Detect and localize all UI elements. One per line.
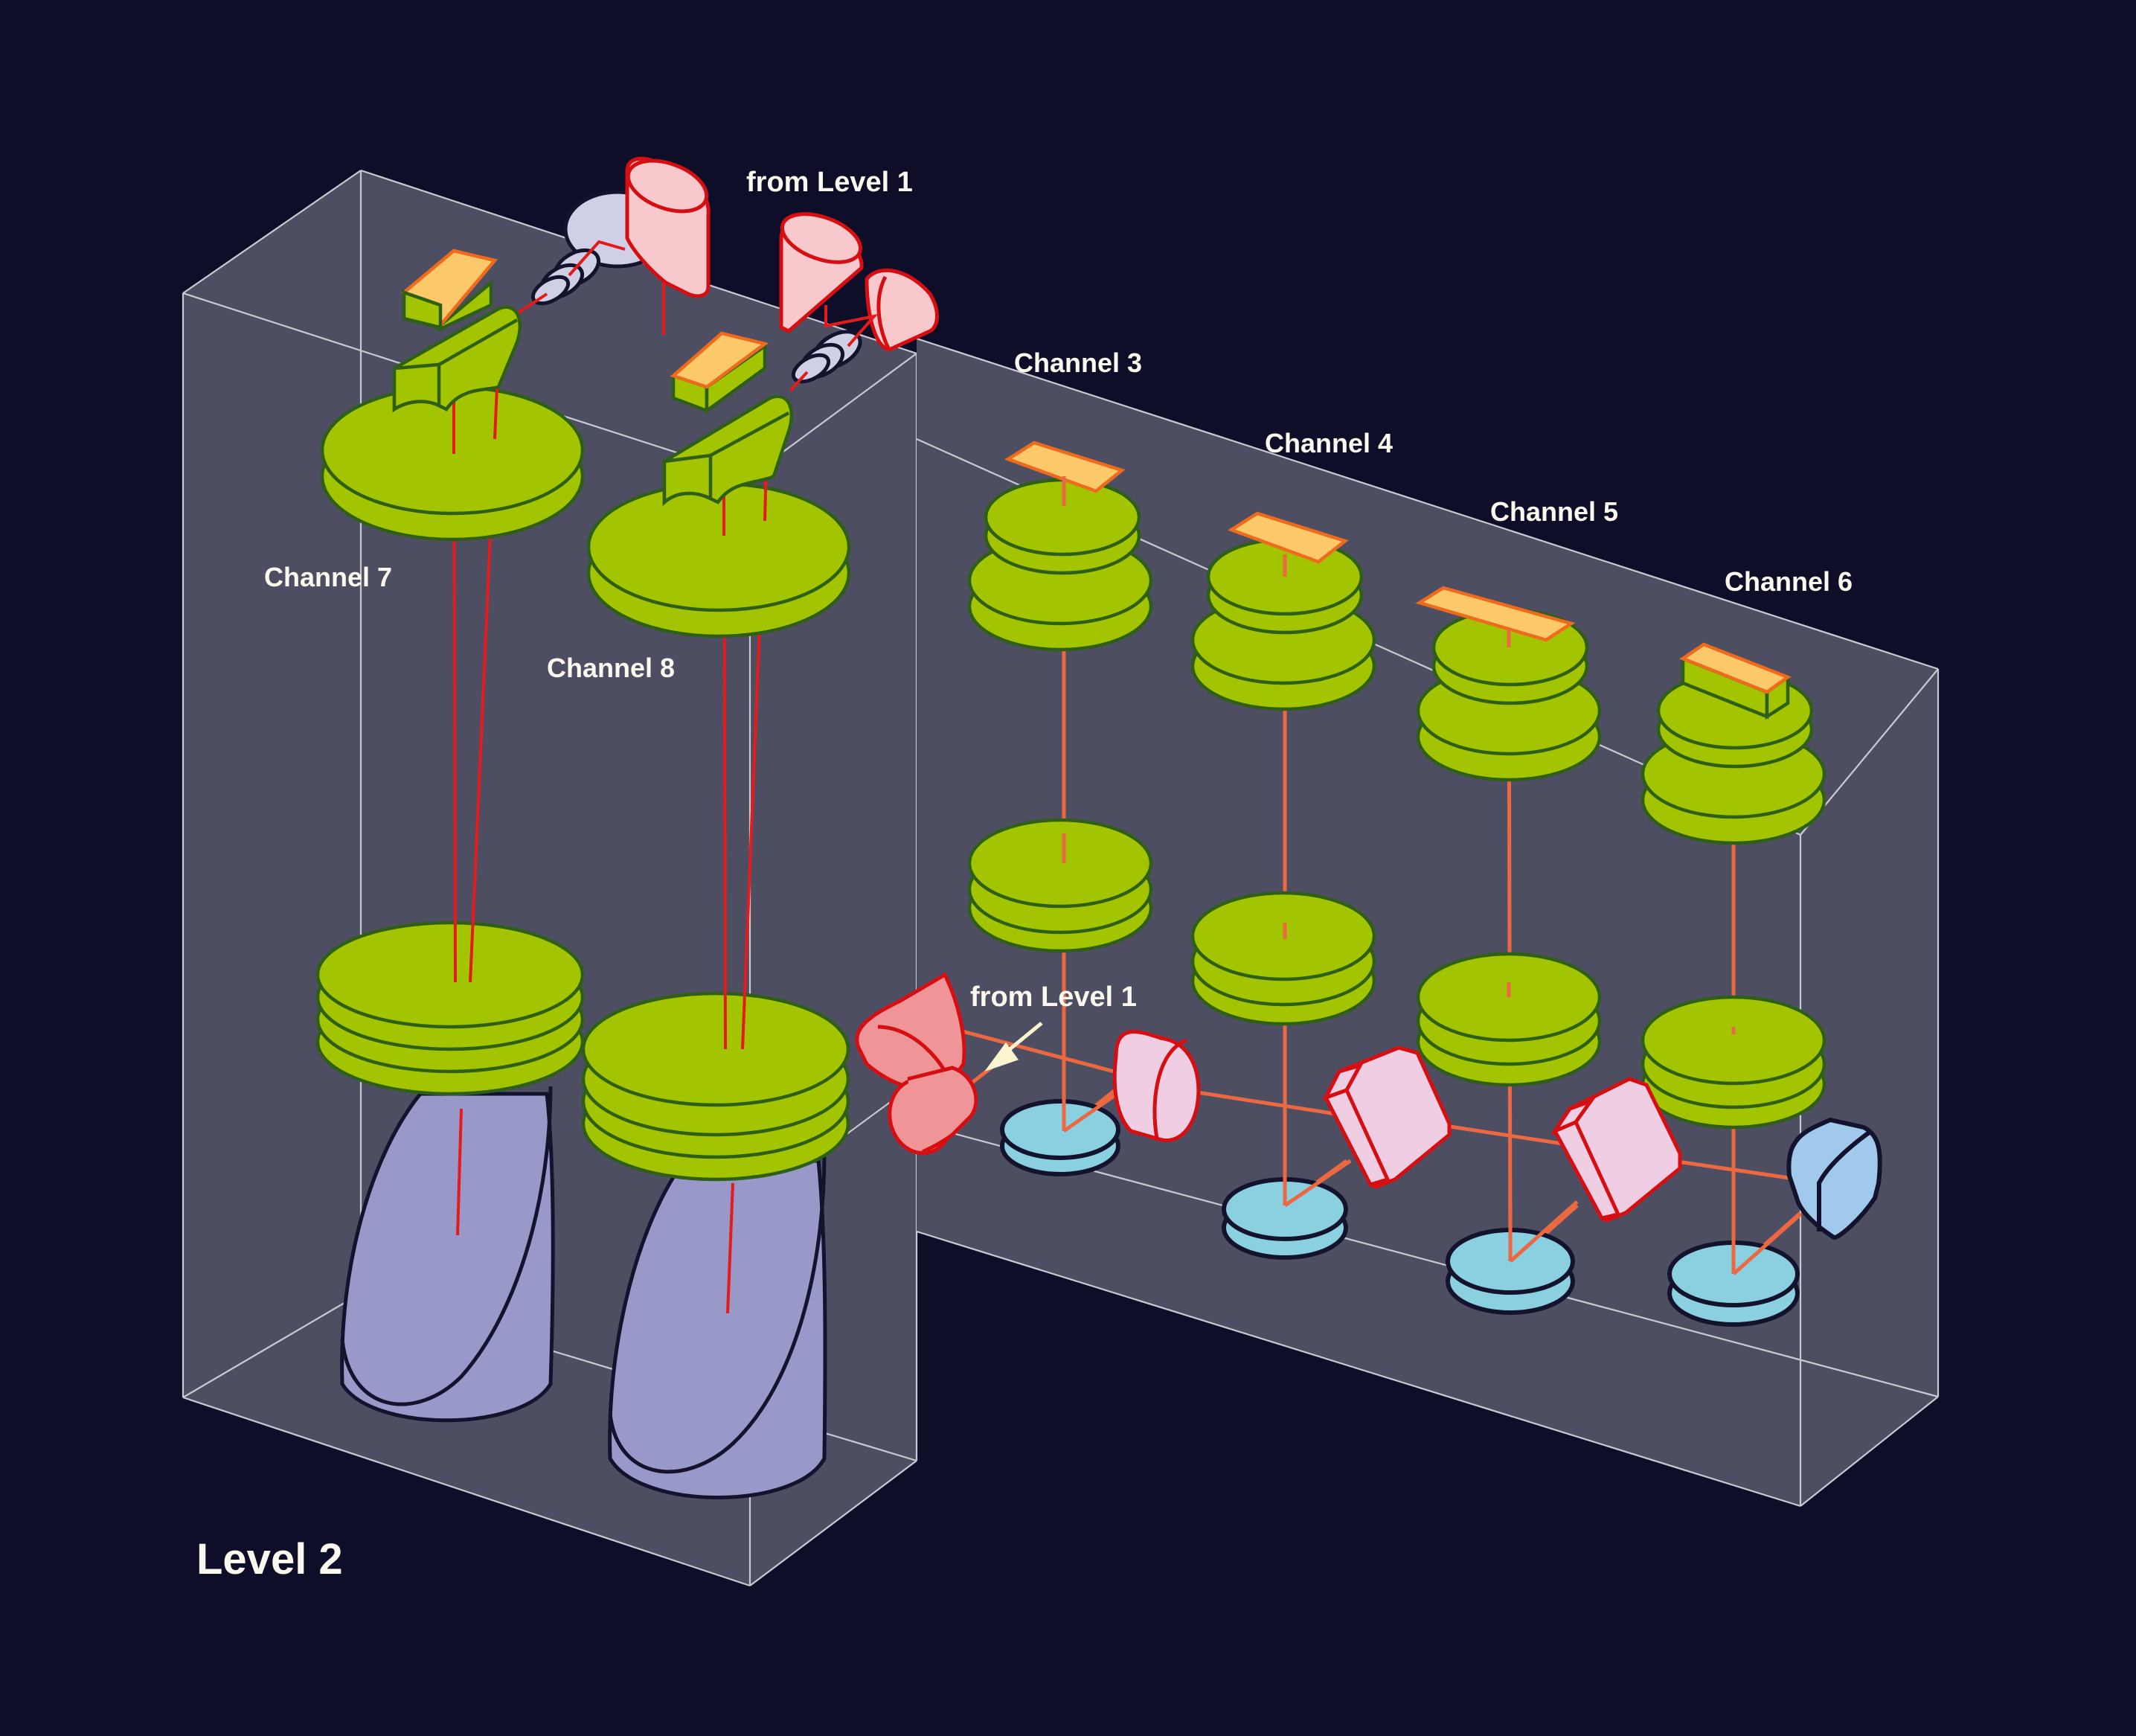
channel-7-label: Channel 7 [264,562,392,592]
channel-8-detector [670,331,769,414]
channel-6-output-prism [1786,1117,1882,1240]
channel-5-label: Channel 5 [1490,496,1618,527]
channel-4-prism [1321,1045,1452,1189]
channel-4-label: Channel 4 [1265,428,1393,458]
channel-8-upper-lens [586,481,851,638]
top-right-relay-optics [779,212,939,392]
channel-3-upper-lens [967,478,1153,652]
incoming-label-top: from Level 1 [746,167,913,198]
incoming-label-mid: from Level 1 [970,981,1137,1013]
channel-5-fold-mirror [1446,1228,1575,1315]
channel-6-label: Channel 6 [1725,566,1853,597]
channel-7-lower-lens [315,920,585,1096]
channel-3-label: Channel 3 [1014,347,1142,378]
channel-3-fold-mirror [1000,1099,1120,1176]
top-left-relay-optics [517,156,711,335]
channel-8-lower-lens [581,991,850,1182]
channel-5-upper-lens [1416,608,1602,782]
channel-3-lower-lens [967,818,1153,953]
channel-7-collimator [340,1086,555,1423]
channel-6-lower-lens [1641,995,1826,1130]
channel-4-lower-lens [1190,891,1376,1026]
channel-6-detector [1679,642,1792,720]
channel-4-fold-mirror [1222,1177,1348,1260]
channel-8-collimator [608,1153,827,1499]
channel-3-prism [1112,1030,1201,1142]
channel-4-detector [1227,511,1349,577]
channel-5-detector [1415,586,1576,647]
channel-8-label: Channel 8 [547,653,675,683]
channel-7-cylinder-lens [392,305,522,413]
channel-5-prism [1550,1077,1682,1223]
channel-5-lower-lens [1416,952,1602,1087]
level-label: Level 2 [196,1535,343,1583]
channel-8-cylinder-lens [662,394,793,506]
labels: from Level 1 Channel 3 Channel 4 Channel… [196,167,1853,1583]
channel-3-detector [1004,441,1126,506]
channel-4-upper-lens [1190,537,1376,711]
channel-7-detector [401,249,498,332]
mid-entrance-optics [855,972,1043,1156]
